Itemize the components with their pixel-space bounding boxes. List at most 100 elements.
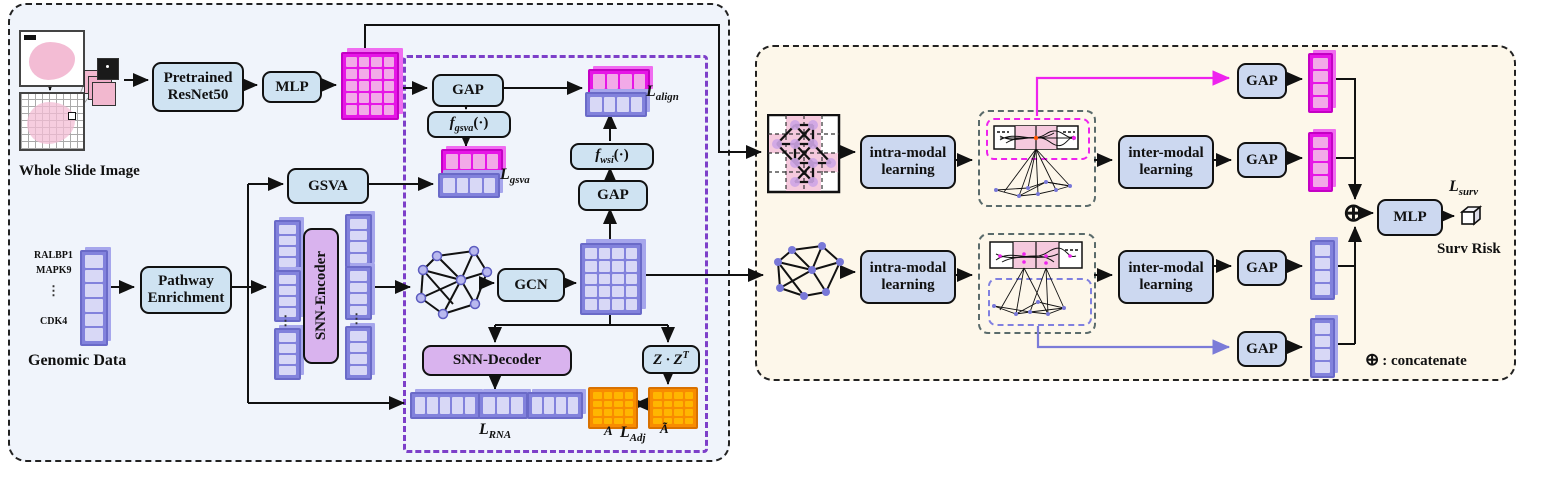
- zzt-label: Z · ZT: [653, 350, 689, 369]
- mlp-box: MLP: [262, 71, 322, 103]
- gap-label: GAP: [597, 187, 629, 204]
- gsva-label: GSVA: [308, 177, 348, 194]
- matrix-cell: [585, 299, 597, 310]
- matrix-cell: [612, 260, 624, 272]
- recon-vector-1: [410, 392, 480, 419]
- inter-line1: inter-modal: [1128, 260, 1204, 277]
- vector-cell: [279, 344, 296, 353]
- vector-cell: [1315, 336, 1330, 347]
- gap-label: GAP: [1246, 340, 1278, 357]
- matrix-cell: [593, 392, 602, 399]
- vector-cell: [544, 397, 554, 414]
- matrix-cell: [593, 409, 602, 416]
- vector-cell: [1315, 362, 1330, 373]
- inter-line2: learning: [1139, 277, 1193, 293]
- vector-cell: [350, 365, 367, 375]
- pathway-vector-dots: ⋮: [279, 313, 292, 328]
- matrix-cell: [358, 105, 369, 115]
- align-gsva-vector: [585, 92, 647, 117]
- legend-text: : concatenate: [1382, 353, 1467, 369]
- vector-cell: [473, 154, 485, 169]
- matrix-cell: [624, 409, 633, 416]
- f-wsi-box: fwsi(·): [570, 143, 654, 170]
- vector-cell: [350, 282, 367, 292]
- vector-cell: [85, 299, 103, 312]
- matrix-cell: [674, 409, 683, 416]
- pathway-enrichment-box: Pathway Enrichment: [140, 266, 232, 314]
- resnet-line1: Pretrained: [163, 70, 233, 87]
- matrix-cell: [674, 400, 683, 407]
- vector-cell: [279, 297, 296, 306]
- f-gsva-label: fgsva(·): [449, 114, 489, 134]
- vector-cell: [279, 236, 296, 245]
- gene-mapk9: MAPK9: [36, 265, 72, 276]
- gap-box-wsi-gsva: GAP: [432, 74, 504, 107]
- vector-cell: [350, 305, 367, 315]
- vector-cell: [620, 74, 632, 89]
- patch-top-dark: [97, 58, 119, 80]
- vector-cell: [497, 397, 509, 414]
- gap-box-genomic-inter: GAP: [1237, 250, 1287, 286]
- matrix-cell: [585, 260, 597, 272]
- intra-line1: intra-modal: [869, 145, 947, 162]
- matrix-cell: [585, 273, 597, 285]
- l-rna-label: LRNA: [479, 421, 512, 442]
- l-adj-label: LAdj: [620, 424, 646, 445]
- snn-decoder-label: SNN-Decoder: [452, 352, 542, 368]
- vector-cell: [606, 74, 618, 89]
- matrix-cell: [612, 286, 624, 298]
- legend-oplus: ⊕: [1365, 350, 1380, 369]
- gap-box-genomic-shortcut: GAP: [1237, 331, 1287, 367]
- vector-cell: [1313, 150, 1328, 161]
- intra-line2: learning: [881, 277, 935, 293]
- recon-vector-2: [478, 392, 528, 419]
- l-surv-label: Lsurv: [1449, 178, 1479, 199]
- matrix-cell: [598, 260, 610, 272]
- gap-label: GAP: [1246, 259, 1278, 276]
- vector-cell: [630, 97, 642, 112]
- vector-cell: [85, 284, 103, 298]
- matrix-cell: [598, 299, 610, 310]
- wsi-caption: Whole Slide Image: [19, 163, 140, 179]
- resnet-box: Pretrained ResNet50: [152, 62, 244, 112]
- vector-cell: [590, 97, 602, 112]
- gene-cdk4: CDK4: [40, 316, 68, 327]
- matrix-cell: [663, 400, 672, 407]
- vector-cell: [568, 397, 578, 414]
- out-vector-genomic-2: [1310, 318, 1335, 378]
- matrix-cell: [612, 273, 624, 285]
- concat-operator: ⊕: [1343, 200, 1364, 227]
- vector-cell: [279, 275, 296, 284]
- gsva-rna-vector: [438, 173, 500, 198]
- matrix-cell: [653, 409, 662, 416]
- l-gsva-label: Lgsva: [500, 166, 530, 187]
- matrix-cell: [383, 57, 394, 67]
- out-vector-genomic-1: [1310, 240, 1335, 300]
- patch-1: [92, 82, 116, 106]
- gap-label: GAP: [1246, 151, 1278, 168]
- matrix-cell: [625, 273, 637, 285]
- matrix-cell: [371, 69, 382, 79]
- vector-cell: [1313, 137, 1328, 148]
- vector-cell: [483, 397, 495, 414]
- vector-cell: [1313, 84, 1328, 95]
- matrix-cell: [603, 417, 612, 424]
- vector-cell: [1313, 58, 1328, 69]
- vector-cell: [279, 258, 296, 267]
- matrix-cell: [653, 392, 662, 399]
- matrix-cell: [614, 417, 623, 424]
- vector-cell: [459, 154, 471, 169]
- gap-box-wsi: GAP: [578, 180, 648, 211]
- vector-cell: [350, 331, 367, 341]
- encoded-vector-1: [345, 214, 372, 268]
- matrix-cell: [625, 248, 637, 259]
- genomic-token-dashed-box: [988, 278, 1092, 326]
- intra-modal-box-genomic: intra-modal learning: [860, 250, 956, 304]
- intra-line1: intra-modal: [869, 260, 947, 277]
- vector-cell: [633, 74, 645, 89]
- vector-cell: [350, 294, 367, 304]
- recon-vector-3: [527, 392, 583, 419]
- matrix-cell: [663, 417, 672, 424]
- vector-cell: [1315, 323, 1330, 334]
